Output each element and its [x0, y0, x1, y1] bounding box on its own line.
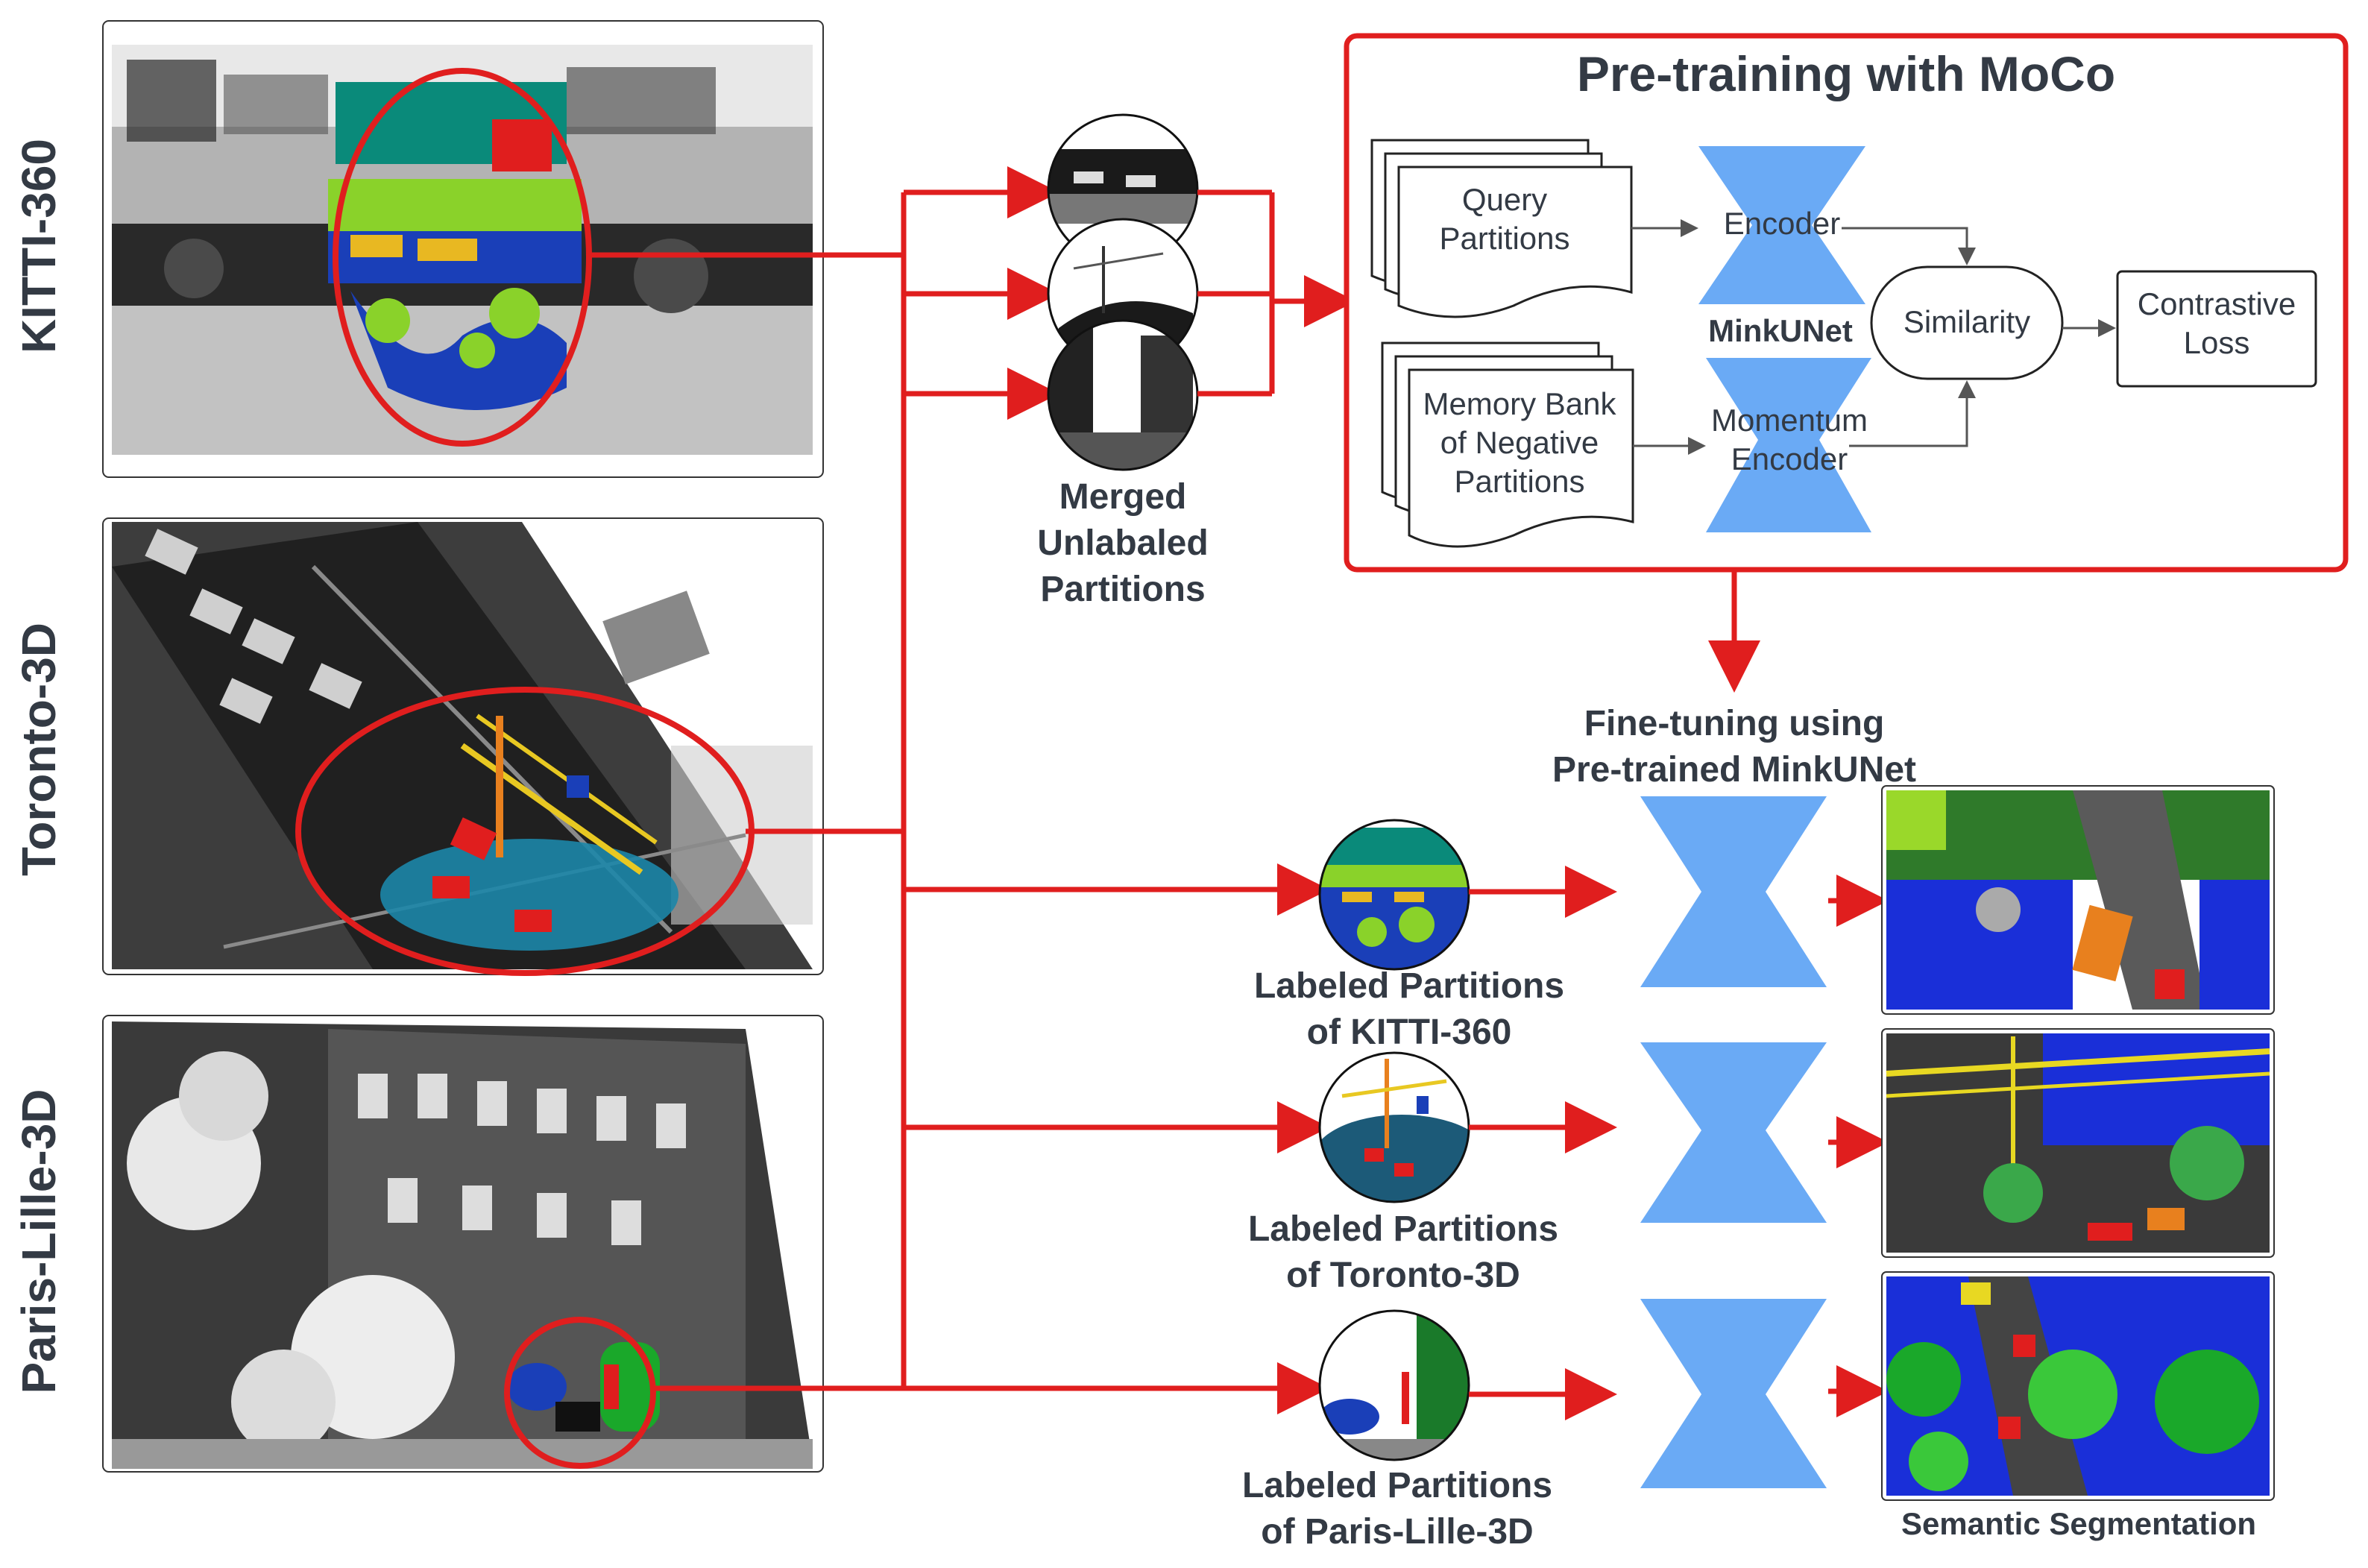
encoder-hourglass-icon — [1698, 146, 1865, 304]
momentum-encoder-hourglass-icon — [1706, 358, 1871, 532]
loss-label-1: Contrastive — [2138, 286, 2296, 321]
finetune-caption-2: Pre-trained MinkUNet — [1552, 750, 1916, 790]
labeled-toronto-caption-2: of Toronto-3D — [1286, 1256, 1520, 1295]
merge-to-moco-lines — [1197, 189, 1356, 397]
moco-internal-arrows — [1631, 219, 2116, 455]
finetune-encoder-paris-icon — [1640, 1299, 1827, 1488]
loss-label-2: Loss — [2184, 325, 2250, 360]
query-label-1: Query — [1462, 182, 1547, 217]
labeled-toronto-caption-1: Labeled Partitions — [1248, 1209, 1558, 1249]
labeled-to-encoder-arrows — [1469, 866, 1617, 1420]
paris-point-cloud-image — [102, 1015, 824, 1473]
momentum-label-1: Momentum — [1711, 403, 1868, 438]
merged-caption-2: Unlabaled — [1037, 523, 1208, 563]
encoder-to-output-arrows — [1828, 875, 1889, 1417]
labeled-partition-paris — [1318, 1309, 1470, 1461]
dataset-label-toronto: Toronto-3D — [12, 623, 66, 876]
similarity-label: Similarity — [1903, 304, 2030, 339]
output-segmentation-kitti — [1881, 785, 2275, 1015]
kitti-point-cloud-image — [102, 20, 824, 478]
finetune-encoder-kitti-icon — [1640, 796, 1827, 987]
labeled-paris-caption-2: of Paris-Lille-3D — [1261, 1512, 1533, 1552]
momentum-label-2: Encoder — [1731, 441, 1848, 476]
labeled-partition-kitti — [1318, 819, 1470, 971]
merged-caption-1: Merged — [1059, 477, 1187, 517]
memory-label-2: of Negative — [1440, 425, 1599, 460]
encoder-label: Encoder — [1724, 206, 1840, 241]
finetune-encoder-toronto-icon — [1640, 1042, 1827, 1223]
output-segmentation-paris — [1881, 1271, 2275, 1501]
finetune-caption-1: Fine-tuning using — [1584, 704, 1885, 743]
output-segmentation-toronto — [1881, 1028, 2275, 1258]
memory-label-3: Partitions — [1454, 464, 1584, 499]
memory-bank-doc-icon — [1381, 341, 1634, 548]
dataset-label-kitti: KITTI-360 — [12, 139, 66, 353]
contrastive-loss-box — [2116, 270, 2317, 388]
minkunet-label: MinkUNet — [1708, 313, 1853, 348]
query-label-2: Partitions — [1439, 221, 1569, 256]
labeled-paris-caption-1: Labeled Partitions — [1242, 1466, 1552, 1505]
labeled-kitti-caption-2: of KITTI-360 — [1307, 1013, 1512, 1052]
memory-label-1: Memory Bank — [1423, 386, 1616, 421]
merged-partition-circles — [1047, 113, 1199, 471]
moco-title: Pre-training with MoCo — [1577, 46, 2115, 101]
similarity-box — [1870, 265, 2064, 380]
query-partitions-doc-icon — [1370, 139, 1633, 318]
merged-caption-3: Partitions — [1040, 570, 1205, 609]
labeled-kitti-caption-1: Labeled Partitions — [1254, 966, 1564, 1006]
dataset-connector-lines — [589, 166, 1329, 1414]
dataset-label-paris: Paris-Lille-3D — [12, 1089, 66, 1394]
labeled-partition-toronto — [1318, 1051, 1470, 1203]
toronto-point-cloud-image — [102, 517, 824, 976]
output-caption: Semantic Segmentation — [1901, 1506, 2256, 1541]
